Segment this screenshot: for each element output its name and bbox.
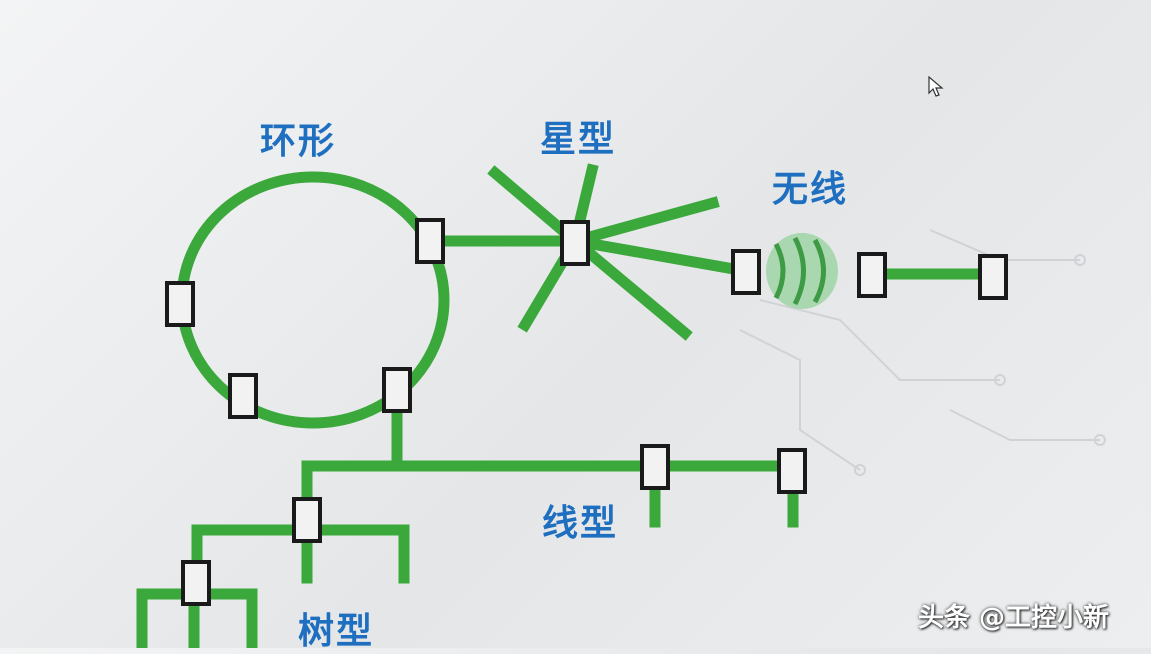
node-line-2: [777, 448, 807, 494]
star-to-wireless-link: [568, 234, 752, 278]
label-star: 星型: [540, 119, 617, 160]
label-wireless: 无线: [772, 169, 849, 210]
node-ring-left: [165, 281, 195, 327]
mouse-pointer-icon: [928, 76, 944, 97]
node-star-center: [560, 220, 590, 266]
node-line-1: [640, 444, 670, 490]
label-line: 线型: [542, 503, 619, 544]
node-tree-left: [181, 560, 211, 606]
node-wireless-right: [978, 254, 1008, 300]
node-ring-bottom-right: [382, 367, 412, 413]
star-spoke: [567, 233, 693, 341]
node-ring-right: [415, 218, 445, 264]
links: [136, 163, 998, 648]
node-tree-top: [292, 497, 322, 543]
wireless-wave-icon: [766, 233, 838, 309]
label-tree: 树型: [298, 611, 375, 652]
node-wireless-left: [731, 249, 761, 295]
node-ring-bottom-left: [228, 373, 258, 419]
watermark: 头条 @工控小新: [918, 603, 1110, 633]
line-bus-link: [301, 384, 403, 526]
label-ring: 环形: [260, 121, 337, 162]
node-wireless-mid: [857, 252, 887, 298]
nodes: [165, 218, 1008, 606]
star-spoke: [568, 196, 720, 248]
